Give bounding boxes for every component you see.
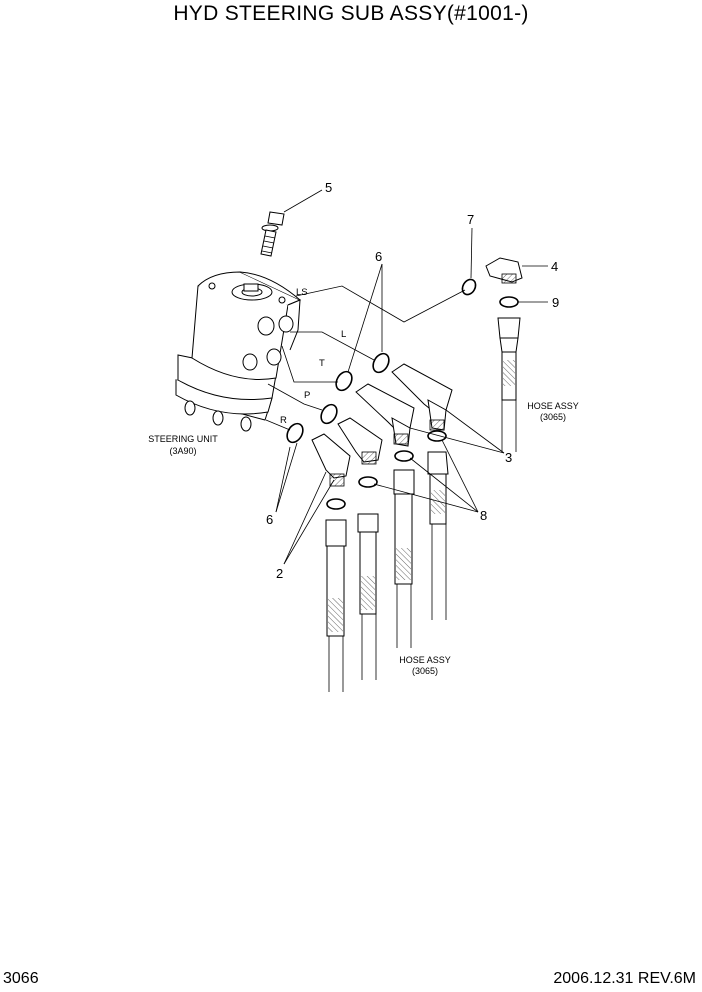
callout-6-top: 6: [375, 249, 382, 264]
revision-date: 2006.12.31 REV.6M: [553, 970, 696, 987]
elbow-fitting-l: [355, 383, 415, 447]
bolt-part-5: [260, 211, 285, 257]
port-label-l: L: [341, 329, 346, 340]
hose-assy-bottom-ref: (3065): [412, 666, 438, 676]
callout-2: 2: [276, 566, 283, 581]
port-label-r: R: [280, 415, 287, 426]
callout-5: 5: [325, 180, 332, 195]
port-label-t: T: [319, 358, 325, 369]
port-label-p: P: [304, 390, 310, 401]
page-number: 3066: [3, 970, 39, 987]
elbow-fitting-part-4: [485, 257, 523, 284]
hose-assy-right-label: HOSE ASSY: [527, 401, 579, 411]
callout-4: 4: [551, 259, 558, 274]
steering-unit: [175, 271, 302, 432]
hose-assy-right-ref: (3065): [540, 412, 566, 422]
callout-8: 8: [480, 508, 487, 523]
hose-assy-1: [427, 451, 449, 620]
hose-assy-4: [325, 519, 347, 692]
callout-3: 3: [505, 450, 512, 465]
elbow-fitting-p: [311, 433, 351, 487]
steering-unit-label: STEERING UNIT: [148, 434, 218, 444]
elbow-fitting-t: [337, 417, 383, 465]
port-label-ls: LS: [296, 287, 308, 298]
callout-7: 7: [467, 212, 474, 227]
hose-assy-bottom-label: HOSE ASSY: [399, 655, 451, 665]
elbow-fitting-ls: [391, 363, 453, 431]
callout-6-bottom: 6: [266, 512, 273, 527]
o-rings: [286, 278, 519, 510]
callout-9: 9: [552, 295, 559, 310]
page-title: HYD STEERING SUB ASSY(#1001-): [173, 2, 529, 25]
steering-unit-ref: (3A90): [169, 446, 196, 456]
leader-lines: [265, 189, 548, 565]
hose-assy-right: [497, 317, 521, 452]
hose-assy-2: [393, 469, 415, 648]
hose-assy-3: [357, 513, 379, 680]
